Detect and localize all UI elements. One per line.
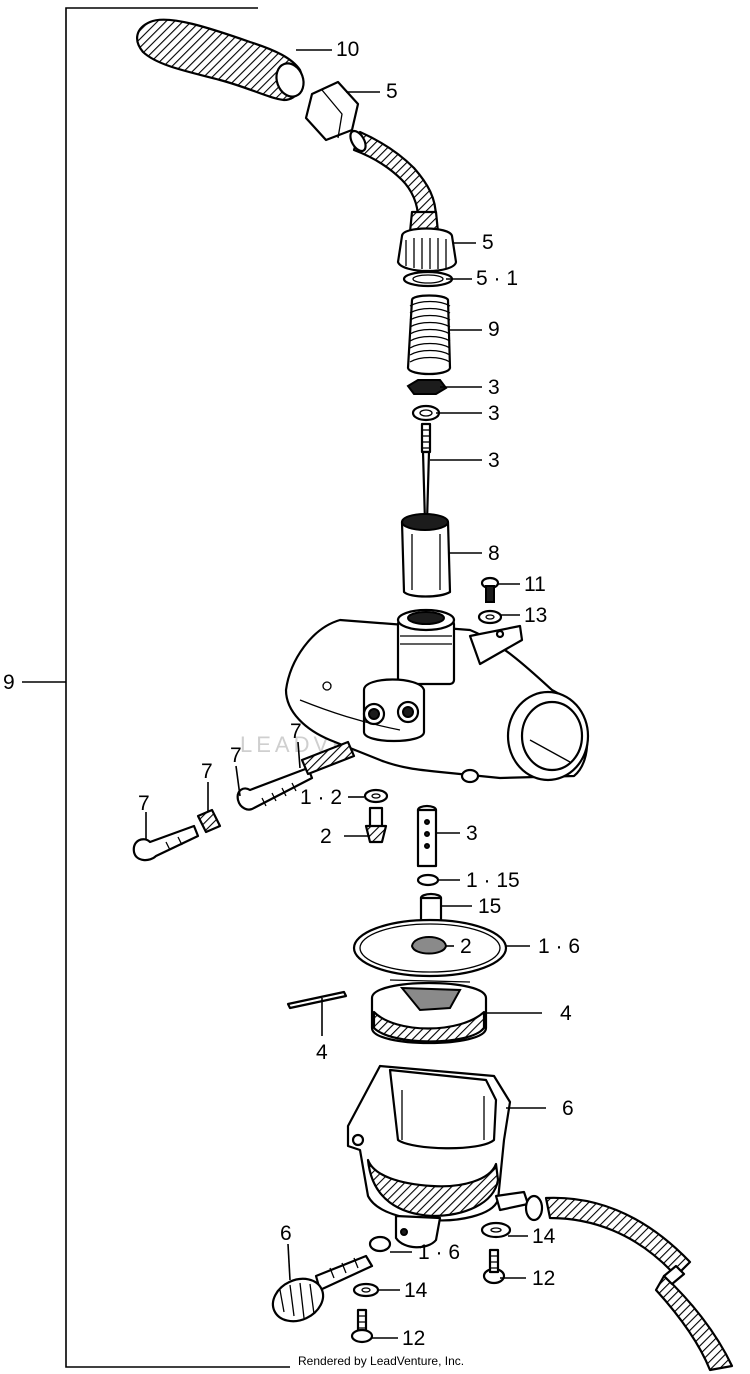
- bowl-washer-left-part: [352, 1282, 380, 1298]
- bowl-screw-left-part: [350, 1308, 374, 1344]
- callout-5-top-cap: 5: [482, 231, 494, 254]
- top-cap-gasket-part: [402, 270, 454, 288]
- callout-13-washer: 13: [524, 604, 547, 627]
- cable-guide-screw-part: [480, 576, 500, 603]
- float-pin-part: [286, 990, 348, 1010]
- bowl-washer-right-part: [480, 1221, 512, 1239]
- callout-3-needle-jet: 3: [466, 822, 478, 845]
- main-jet-part: [410, 936, 448, 955]
- callout-11-screw: 11: [524, 573, 546, 596]
- jet-needle-part: [420, 422, 432, 524]
- slow-jet-washer-part: [363, 788, 389, 804]
- bowl-screw-right-part: [482, 1248, 506, 1285]
- throttle-valve-spring-part: [406, 294, 452, 376]
- callout-12-screw-left: 12: [402, 1327, 425, 1350]
- callout-4-float: 4: [560, 1002, 572, 1025]
- callout-6-float-chamber: 6: [562, 1097, 574, 1120]
- callout-12-screw-right: 12: [532, 1267, 555, 1290]
- callout-6-drain-screw: 6: [280, 1222, 292, 1245]
- callout-2-main-jet: 2: [460, 935, 472, 958]
- cable-boot-part: [136, 18, 305, 102]
- callout-labels: 10 5 5 5 · 1 9 3 3 3 8 11 13 9 7 7 7 7 1…: [3, 38, 580, 1350]
- throttle-stop-spring-part: [300, 740, 356, 776]
- float-part: [370, 979, 488, 1045]
- callout-14-washer-right: 14: [532, 1225, 556, 1248]
- carburetor-top-cap-part: [396, 210, 458, 272]
- leader-lines: [145, 49, 546, 1339]
- callout-7-small-spring: 7: [201, 760, 213, 783]
- callout-1-15-o-ring: 1 · 15: [466, 869, 520, 892]
- callout-15-jet-holder: 15: [478, 895, 501, 918]
- needle-jet-o-ring-part: [416, 873, 440, 887]
- callout-7-air-screw: 7: [138, 792, 150, 815]
- callout-14-washer-left: 14: [404, 1279, 428, 1302]
- throttle-cable-part: [349, 129, 438, 220]
- drain-screw-part: [271, 1254, 374, 1323]
- callout-5-1-gasket: 5 · 1: [476, 267, 518, 290]
- callout-3-clip: 3: [488, 402, 500, 425]
- callout-4-float-pin: 4: [316, 1041, 328, 1064]
- cable-adjuster-nut-part: [304, 80, 360, 142]
- callout-1-2-washer: 1 · 2: [300, 786, 342, 809]
- drain-screw-o-ring-part: [368, 1235, 392, 1253]
- callout-2-slow-jet: 2: [320, 825, 332, 848]
- callout-9-spring: 9: [488, 318, 500, 341]
- drain-tube-part: [524, 1194, 734, 1372]
- air-screw-spring-part: [196, 808, 222, 834]
- callout-7-stop-screw: 7: [230, 744, 242, 767]
- carburetor-body-part: [284, 608, 590, 784]
- callout-3-needle: 3: [488, 449, 500, 472]
- throttle-valve-part: [400, 513, 452, 598]
- lock-washer-part: [477, 609, 503, 625]
- air-screw-part: [132, 824, 200, 862]
- float-chamber-part: [346, 1064, 530, 1249]
- callout-8-throttle-valve: 8: [488, 542, 500, 565]
- needle-retainer-part: [406, 379, 448, 395]
- callout-3-retainer: 3: [488, 376, 500, 399]
- callout-9-assembly: 9: [3, 671, 15, 694]
- callout-7-spring: 7: [290, 720, 302, 743]
- callout-5-nut: 5: [386, 80, 398, 103]
- render-credit: Rendered by LeadVenture, Inc.: [298, 1354, 464, 1368]
- needle-jet-part: [416, 804, 438, 868]
- callout-10-boot: 10: [336, 38, 359, 61]
- needle-clip-part: [411, 404, 441, 422]
- slow-jet-part: [364, 806, 388, 844]
- callout-1-6-o-ring: 1 · 6: [418, 1241, 460, 1264]
- assembly-bracket: [22, 7, 290, 1368]
- callout-1-6-gasket: 1 · 6: [538, 935, 580, 958]
